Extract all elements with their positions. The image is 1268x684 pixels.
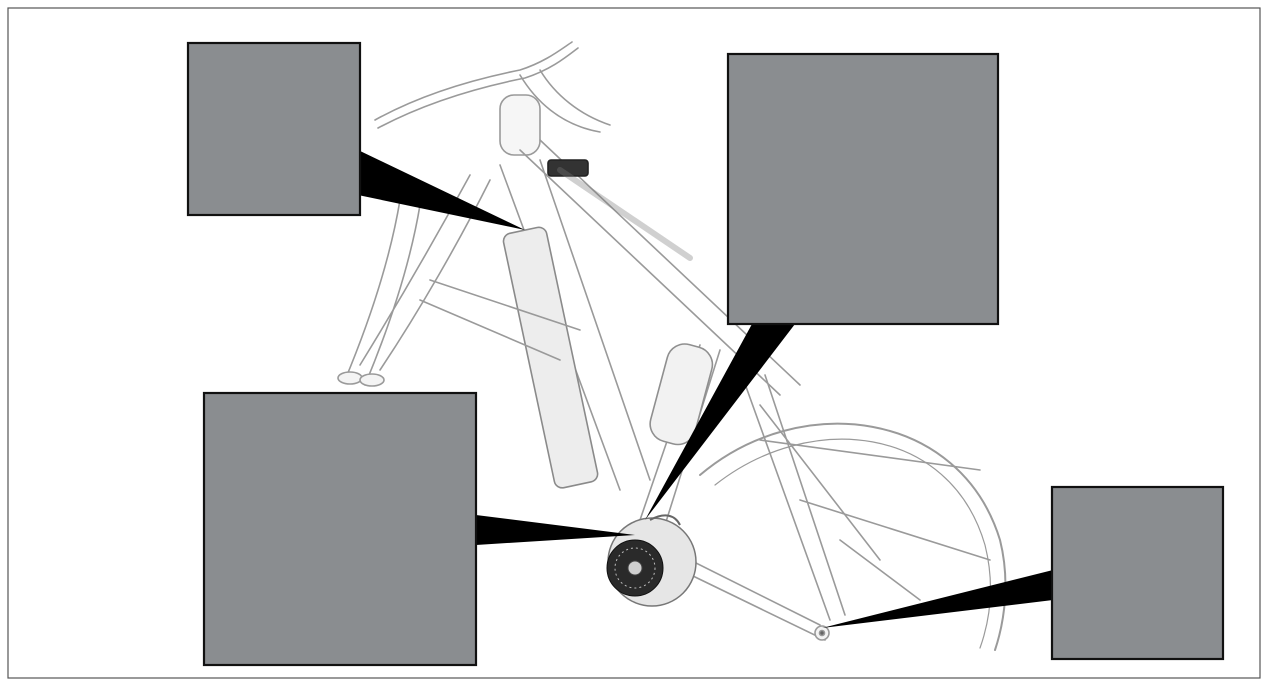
motor-icon — [606, 514, 697, 607]
callout-battery-mount — [186, 41, 362, 217]
callout-frame-motor-connector — [726, 52, 1000, 326]
seat-stay — [739, 369, 831, 621]
leader-lines — [358, 150, 1053, 628]
front-fork — [359, 174, 471, 366]
callout-drive-unit — [202, 391, 478, 667]
leader-battery-mount — [358, 150, 525, 230]
callout-frame-rear-dropout-sensor — [1050, 485, 1225, 661]
callout-frame-drive-unit — [202, 391, 478, 667]
callout-rear-dropout-sensor — [1050, 485, 1225, 661]
callout-frame-battery-mount — [186, 41, 362, 217]
handlebar — [374, 41, 573, 121]
callout-motor-connector — [726, 52, 1000, 326]
leader-motor-connector — [645, 324, 795, 520]
leader-drive-unit — [476, 515, 635, 545]
leader-rear-dropout — [822, 570, 1053, 628]
